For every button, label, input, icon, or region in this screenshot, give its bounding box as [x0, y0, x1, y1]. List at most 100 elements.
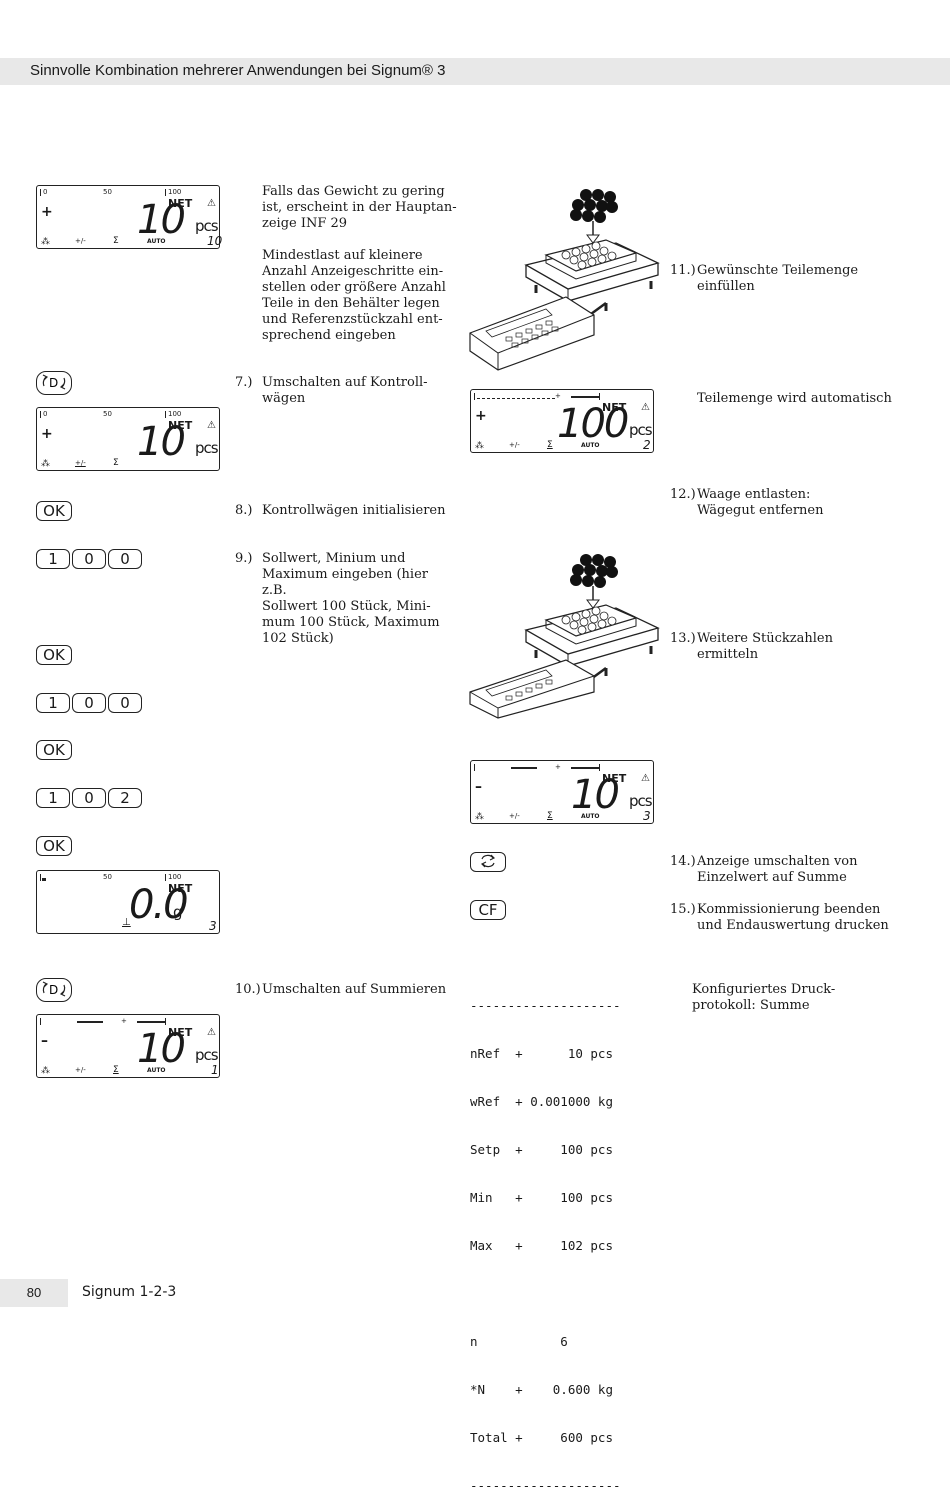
step-text: Weitere Stückzahlen — [697, 631, 833, 646]
intro-line: zeige INF 29 — [262, 216, 348, 231]
bargraph-tick — [40, 189, 42, 196]
digit-key-0[interactable]: 0 — [108, 549, 142, 569]
ok-key[interactable]: OK — [36, 501, 72, 521]
ok-key[interactable]: OK — [36, 645, 72, 665]
main-value: 10 — [137, 197, 186, 243]
function-switch-key[interactable]: D — [36, 978, 72, 1002]
switch-application-icon: D — [42, 981, 66, 997]
cf-key[interactable]: CF — [470, 900, 506, 920]
step-text: Wägegut entfernen — [697, 503, 824, 518]
step-text: 102 Stück) — [262, 631, 334, 646]
pieces-icon: ⁂ — [41, 459, 50, 469]
bargraph — [77, 1021, 103, 1023]
step-10: 10.) Umschalten auf Summieren — [235, 982, 455, 998]
step-text: Sollwert, Minium und — [262, 551, 406, 566]
toggle-display-key[interactable] — [470, 852, 506, 872]
step-number: 11.) — [670, 263, 696, 278]
digit-key-2[interactable]: 2 — [108, 788, 142, 808]
bargraph — [477, 398, 555, 401]
bargraph-tick — [474, 764, 476, 771]
pieces-icon: ⁂ — [475, 441, 484, 451]
auto-indicator: AUTO — [147, 1067, 166, 1074]
digit-keys-102: 1 0 2 — [36, 788, 142, 808]
key-label: D — [49, 983, 58, 997]
bargraph-tick — [40, 1018, 42, 1025]
intro-line: stellen oder größere Anzahl — [262, 280, 446, 295]
scale-illustration-more — [469, 554, 660, 719]
digit-key-1[interactable]: 1 — [36, 788, 70, 808]
lcd-display-zero: 50 100 0.0 NET g ⊥ 3 — [36, 870, 220, 934]
warning-icon: ⚠ — [207, 420, 216, 431]
sign-indicator: – — [475, 779, 482, 795]
printout-row: Total + 600 pcs — [470, 1430, 613, 1445]
sign-indicator: + — [475, 408, 487, 424]
digit-key-0[interactable]: 0 — [108, 693, 142, 713]
bargraph-tick — [165, 411, 167, 418]
step-11-note: Teilemenge wird automatisch — [697, 391, 892, 407]
header-title: Sinnvolle Kombination mehrerer Anwendung… — [30, 62, 446, 79]
bargraph-label-0: 0 — [43, 410, 48, 418]
auto-indicator: AUTO — [581, 442, 600, 449]
lcd-display-checkweigh: 0 50 100 + 10 NET ⚠ pcs ⁂ +/- Σ — [36, 407, 220, 471]
digit-key-0[interactable]: 0 — [72, 549, 106, 569]
main-value: 10 — [571, 772, 620, 818]
auto-indicator: AUTO — [581, 813, 600, 820]
ok-key[interactable]: OK — [36, 836, 72, 856]
caption-line: Konfiguriertes Druck- — [692, 982, 836, 997]
digit-key-0[interactable]: 0 — [72, 788, 106, 808]
net-indicator: NET — [168, 882, 193, 895]
step-14: 14.) Anzeige umschalten von Einzelwert a… — [670, 854, 890, 886]
ok-key[interactable]: OK — [36, 740, 72, 760]
printout-row: nRef + 10 pcs — [470, 1046, 613, 1061]
main-value: 100 — [557, 401, 629, 447]
step-number: 13.) — [670, 631, 696, 646]
checkweigh-icon: +/- — [509, 812, 520, 820]
step-text: Waage entlasten: — [697, 487, 811, 502]
step-8: 8.) Kontrollwägen initialisieren — [235, 503, 455, 519]
intro-line: sprechend eingeben — [262, 328, 396, 343]
printout-row: n 6 — [470, 1334, 568, 1349]
function-switch-key[interactable]: D — [36, 371, 72, 395]
step-text: Gewünschte Teilemenge — [697, 263, 859, 278]
step-text: Maximum eingeben (hier z.B. — [262, 567, 428, 598]
sign-indicator: + — [41, 426, 53, 442]
digit-key-0[interactable]: 0 — [72, 693, 106, 713]
bargraph-plus-marker: + — [555, 392, 561, 400]
bargraph-tick — [599, 764, 601, 771]
step-text: mum 100 Stück, Maximum — [262, 615, 440, 630]
bargraph-label-0: 0 — [43, 188, 48, 196]
digit-key-1[interactable]: 1 — [36, 693, 70, 713]
step-13: 13.) Weitere Stückzahlen ermitteln — [670, 631, 870, 663]
intro-line: Falls das Gewicht zu gering — [262, 184, 445, 199]
step-text: Kontrollwägen initialisieren — [262, 503, 446, 518]
checkweigh-icon: +/- — [75, 459, 86, 467]
step-text: Anzeige umschalten von — [697, 854, 858, 869]
pieces-icon: ⁂ — [41, 1066, 50, 1076]
sign-indicator: + — [41, 204, 53, 220]
net-indicator: NET — [168, 197, 193, 210]
step-number: 9.) — [235, 551, 253, 566]
checkweigh-icon: +/- — [509, 441, 520, 449]
checkweigh-icon: +/- — [75, 1066, 86, 1074]
unit-label: pcs — [195, 217, 219, 235]
sum-icon: Σ — [547, 811, 553, 821]
printout-rule: -------------------- — [470, 1478, 621, 1493]
step-number: 14.) — [670, 854, 696, 869]
warning-icon: ⚠ — [207, 1027, 216, 1038]
bargraph-tick — [165, 1018, 167, 1025]
unit-label: g — [173, 903, 182, 921]
intro-line: ist, erscheint in der Hauptan- — [262, 200, 457, 215]
step-text: einfüllen — [697, 279, 755, 294]
bargraph-tick — [40, 411, 42, 418]
digit-key-1[interactable]: 1 — [36, 549, 70, 569]
sign-indicator: – — [41, 1033, 48, 1049]
bargraph — [42, 878, 46, 881]
intro-line: Mindestlast auf kleinere — [262, 248, 423, 263]
key-label: D — [49, 376, 58, 390]
step-12: 12.) Waage entlasten: Wägegut entfernen — [670, 487, 870, 519]
step-number: 7.) — [235, 375, 253, 390]
switch-application-icon: D — [42, 374, 66, 390]
count-indicator: 10 — [207, 234, 223, 248]
net-indicator: NET — [168, 419, 193, 432]
bargraph — [571, 767, 599, 769]
